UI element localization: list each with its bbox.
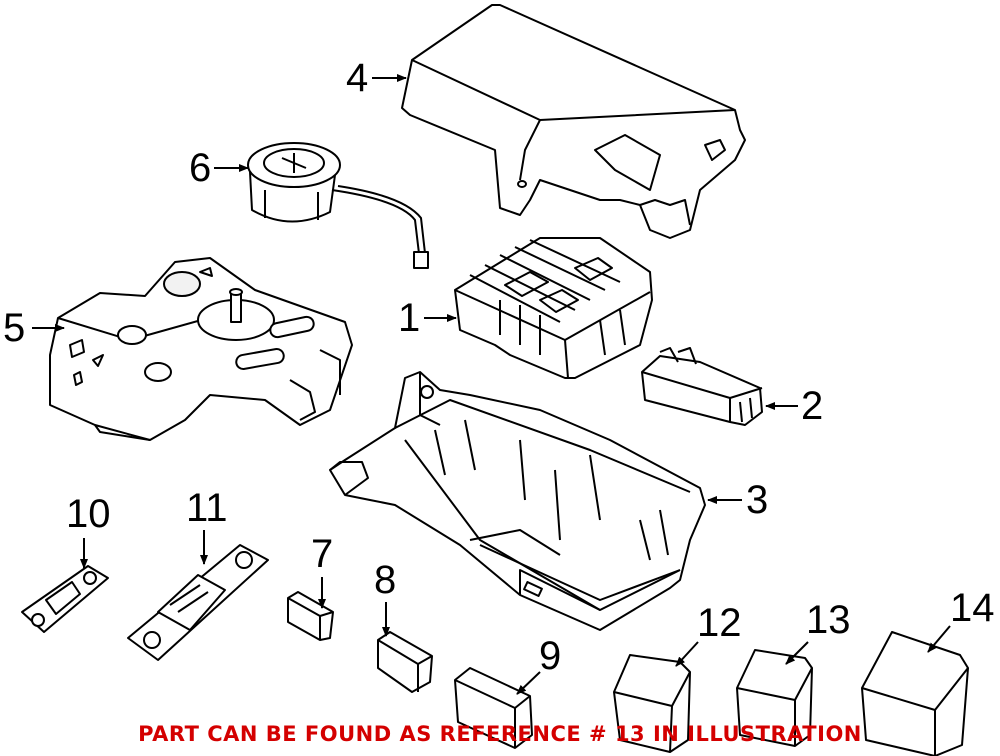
callout-3: 3: [746, 478, 769, 522]
part-6-terminal: [247, 142, 429, 269]
callout-13: 13: [806, 598, 851, 642]
part-8-fuse: [377, 631, 433, 693]
callout-10: 10: [66, 492, 111, 536]
callout-14: 14: [950, 586, 995, 630]
part-10-fuse-link: [21, 565, 109, 633]
leader-lines: [32, 74, 951, 695]
callout-7: 7: [311, 532, 334, 576]
part-13-relay: [736, 649, 813, 747]
part-11-mega-fuse: [127, 544, 269, 661]
part-2-relay-module: [641, 347, 763, 426]
part-9-cartridge-fuse: [454, 667, 533, 749]
callout-1: 1: [398, 296, 421, 340]
leader-12: [675, 641, 699, 667]
callout-2: 2: [801, 384, 824, 428]
part-12-relay: [613, 654, 691, 753]
callout-12: 12: [697, 601, 742, 645]
callout-8: 8: [374, 558, 397, 602]
leader-9: [516, 671, 541, 695]
leader-13: [785, 641, 809, 665]
part-1-fuse-block: [454, 237, 653, 379]
callout-9: 9: [539, 634, 562, 678]
part-5-lower-cover: [49, 257, 353, 441]
callout-11: 11: [186, 486, 228, 530]
callout-4: 4: [346, 56, 369, 100]
callout-5: 5: [3, 306, 26, 350]
part-4-cover: [401, 4, 746, 239]
part-3-tray: [329, 371, 706, 631]
part-7-mini-fuse: [287, 591, 334, 641]
part-14-relay: [861, 631, 969, 756]
reference-note: PART CAN BE FOUND AS REFERENCE # 13 IN I…: [138, 722, 862, 746]
leader-14: [927, 625, 951, 653]
callout-6: 6: [189, 146, 212, 190]
